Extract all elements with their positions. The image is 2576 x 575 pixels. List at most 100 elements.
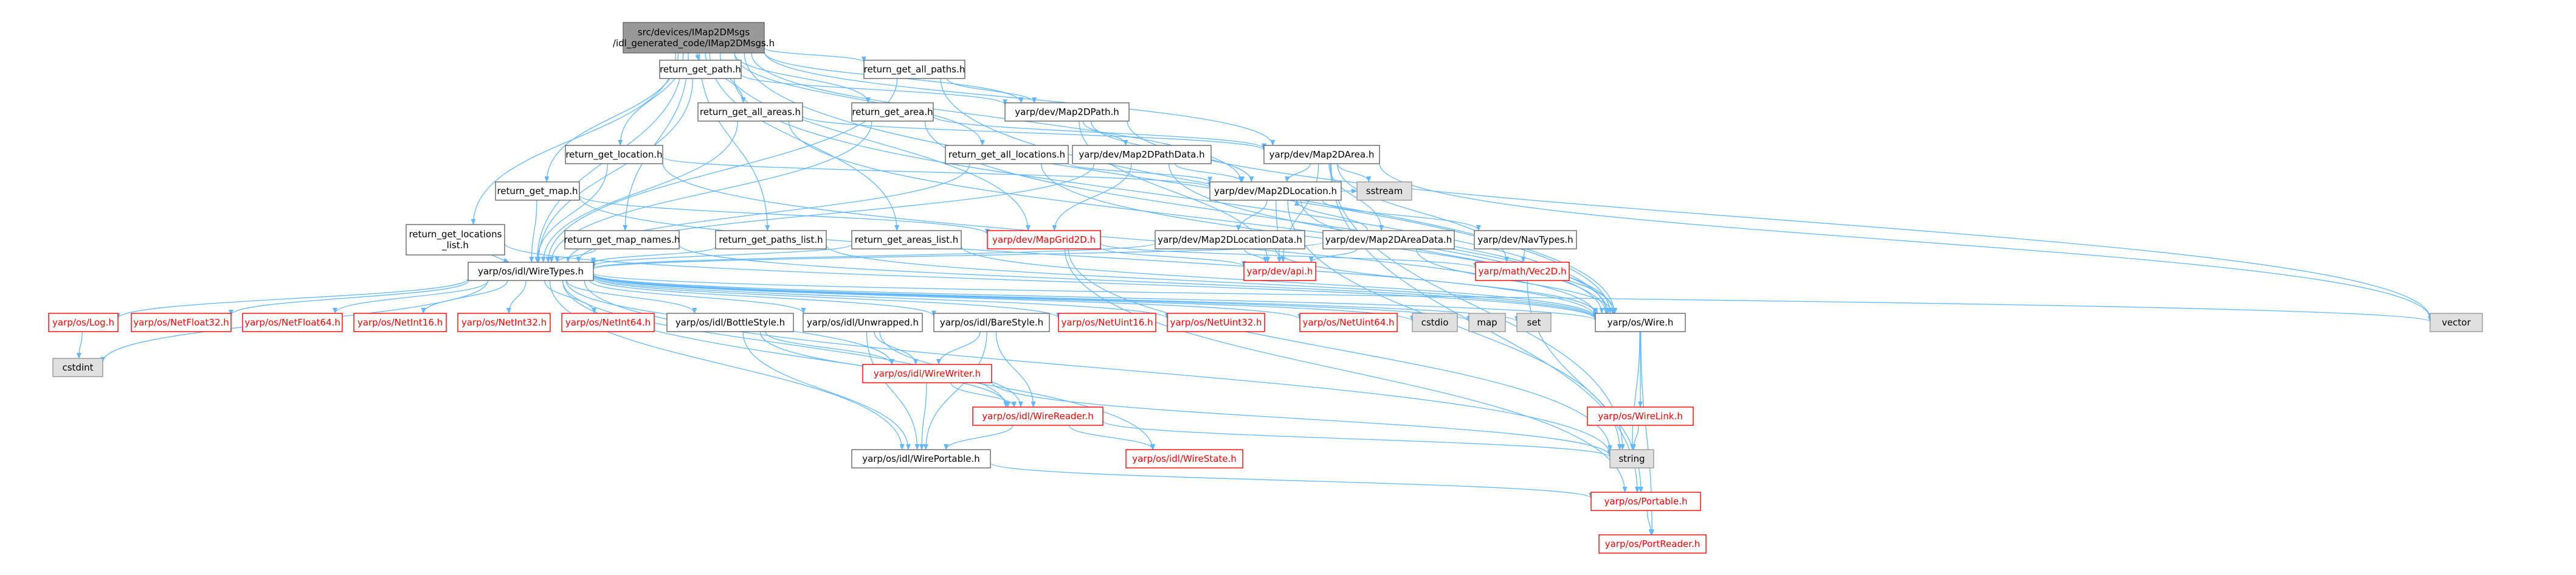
graph-node-NetFloat64[interactable]: yarp/os/NetFloat64.h — [242, 313, 343, 332]
node-box — [933, 313, 1050, 332]
node-box — [1595, 313, 1686, 332]
dependency-edge-Map2DAreaData-to-Wire — [1416, 248, 1615, 314]
graph-node-WireTypes[interactable]: yarp/os/idl/WireTypes.h — [468, 262, 594, 281]
graph-node-PortReader[interactable]: yarp/os/PortReader.h — [1598, 534, 1707, 554]
dependency-edge-WireTypes-to-vector — [593, 273, 2433, 322]
node-label: yarp/os/NetUint16.h — [1061, 317, 1153, 328]
dependency-edge-WireTypes-to-NetInt64 — [544, 280, 597, 314]
graph-node-vector: vector — [2429, 313, 2483, 332]
node-label: yarp/os/idl/WireReader.h — [982, 411, 1094, 422]
dependency-edge-root-to-return_get_paths_list — [699, 52, 770, 231]
node-box — [1243, 262, 1316, 281]
graph-node-root[interactable]: src/devices/IMap2DMsgs/idl_generated_cod… — [613, 22, 775, 54]
graph-node-Map2DAreaData[interactable]: yarp/dev/Map2DAreaData.h — [1322, 230, 1455, 249]
dependency-edge-root-to-Map2DArea — [764, 51, 1276, 146]
graph-node-WireReader[interactable]: yarp/os/idl/WireReader.h — [972, 406, 1103, 426]
dependency-edge-Map2DArea-to-vector — [1379, 163, 2433, 319]
node-box — [1474, 230, 1577, 249]
graph-node-NetInt16[interactable]: yarp/os/NetInt16.h — [353, 313, 447, 332]
dependency-edge-WireReader-to-WireState — [1068, 425, 1156, 450]
dependency-edge-Map2DArea-to-sstream — [1337, 163, 1372, 183]
node-box — [495, 181, 580, 201]
graph-node-return_get_areas_list[interactable]: return_get_areas_list.h — [851, 230, 962, 249]
node-box — [48, 313, 119, 332]
node-label: return_get_map_names.h — [564, 234, 680, 246]
dependency-edge-Map2DLocationData-to-dev_api — [1244, 248, 1268, 263]
graph-node-return_get_path[interactable]: return_get_path.h — [659, 60, 742, 79]
graph-node-return_get_locations_list[interactable]: return_get_locations_list.h — [406, 224, 505, 256]
graph-node-return_get_map[interactable]: return_get_map.h — [495, 181, 580, 201]
node-box — [863, 60, 965, 79]
graph-node-Map2DLocation[interactable]: yarp/dev/Map2DLocation.h — [1209, 181, 1342, 201]
node-box — [1299, 313, 1398, 332]
node-label: yarp/dev/Map2DAreaData.h — [1325, 234, 1452, 245]
graph-node-NavTypes[interactable]: yarp/dev/NavTypes.h — [1474, 230, 1577, 249]
node-label: return_get_map.h — [497, 186, 578, 197]
node-box — [353, 313, 447, 332]
dependency-edge-root-to-return_get_map_names — [623, 52, 689, 231]
node-label: yarp/os/NetUint32.h — [1170, 317, 1262, 328]
dependency-edge-MapGrid2D-to-Portable — [1064, 248, 1628, 493]
node-label: return_get_area.h — [852, 106, 933, 118]
graph-node-return_get_all_paths[interactable]: return_get_all_paths.h — [863, 60, 965, 79]
node-label: yarp/os/idl/WirePortable.h — [862, 453, 980, 464]
graph-node-Vec2D[interactable]: yarp/math/Vec2D.h — [1475, 262, 1570, 281]
graph-node-WireState[interactable]: yarp/os/idl/WireState.h — [1125, 449, 1243, 469]
graph-node-NetUint16[interactable]: yarp/os/NetUint16.h — [1058, 313, 1156, 332]
graph-node-Portable[interactable]: yarp/os/Portable.h — [1590, 492, 1701, 511]
node-box — [242, 313, 343, 332]
node-label: yarp/os/NetUint64.h — [1302, 317, 1394, 328]
node-label: yarp/os/PortReader.h — [1605, 538, 1701, 549]
graph-node-Wire[interactable]: yarp/os/Wire.h — [1595, 313, 1686, 332]
node-box — [1356, 181, 1412, 201]
graph-node-return_get_all_locations[interactable]: return_get_all_locations.h — [945, 145, 1069, 164]
graph-node-MapGrid2D[interactable]: yarp/dev/MapGrid2D.h — [987, 230, 1101, 249]
graph-node-Map2DLocationData[interactable]: yarp/dev/Map2DLocationData.h — [1155, 230, 1305, 249]
graph-node-return_get_map_names[interactable]: return_get_map_names.h — [564, 230, 680, 249]
dependency-edge-NavTypes-to-Vec2D — [1521, 248, 1526, 263]
dependency-edge-WireTypes-to-cstdio — [593, 274, 1415, 322]
graph-node-return_get_paths_list[interactable]: return_get_paths_list.h — [715, 230, 827, 249]
graph-node-BottleStyle[interactable]: yarp/os/idl/BottleStyle.h — [666, 313, 794, 332]
node-label: yarp/dev/Map2DArea.h — [1269, 149, 1375, 160]
dependency-edge-root-to-return_get_all_paths — [764, 47, 866, 63]
graph-node-WireWriter[interactable]: yarp/os/idl/WireWriter.h — [862, 364, 992, 383]
dependency-edge-return_get_path-to-WireTypes — [536, 78, 694, 263]
graph-node-WireLink[interactable]: yarp/os/WireLink.h — [1587, 406, 1694, 426]
graph-node-Map2DPathData[interactable]: yarp/dev/Map2DPathData.h — [1072, 145, 1212, 164]
graph-node-NetInt64[interactable]: yarp/os/NetInt64.h — [561, 313, 655, 332]
node-label: yarp/math/Vec2D.h — [1479, 266, 1567, 277]
graph-node-NetUint32[interactable]: yarp/os/NetUint32.h — [1167, 313, 1265, 332]
dependency-edge-return_get_map-to-WireTypes — [529, 200, 537, 263]
dependency-edge-WireTypes-to-NetFloat64 — [333, 280, 489, 314]
node-box — [862, 364, 992, 383]
node-box — [697, 102, 803, 122]
node-label: yarp/os/idl/WireState.h — [1132, 453, 1236, 464]
dependency-edge-root-to-return_get_path — [695, 52, 700, 61]
node-box — [851, 449, 991, 469]
node-box — [1004, 102, 1130, 122]
graph-node-Map2DArea[interactable]: yarp/dev/Map2DArea.h — [1263, 145, 1380, 164]
graph-node-NetInt32[interactable]: yarp/os/NetInt32.h — [457, 313, 551, 332]
graph-node-return_get_location[interactable]: return_get_location.h — [565, 145, 663, 164]
dependency-edge-Map2DLocationData-to-Wire — [1274, 248, 1598, 315]
graph-node-NetFloat32[interactable]: yarp/os/NetFloat32.h — [131, 313, 232, 332]
graph-node-Log[interactable]: yarp/os/Log.h — [48, 313, 119, 332]
node-box — [564, 230, 680, 249]
node-label: yarp/os/NetInt32.h — [461, 317, 547, 328]
graph-node-WirePortable[interactable]: yarp/os/idl/WirePortable.h — [851, 449, 991, 469]
graph-node-return_get_area[interactable]: return_get_area.h — [851, 102, 934, 122]
node-label: sstream — [1366, 186, 1403, 197]
node-box — [406, 224, 505, 256]
graph-node-dev_api[interactable]: yarp/dev/api.h — [1243, 262, 1316, 281]
graph-node-NetUint64[interactable]: yarp/os/NetUint64.h — [1299, 313, 1398, 332]
graph-node-BareStyle[interactable]: yarp/os/idl/BareStyle.h — [933, 313, 1050, 332]
node-box — [851, 102, 934, 122]
node-label: /idl_generated_code/IMap2DMsgs.h — [613, 38, 775, 49]
node-label: _list.h — [441, 240, 469, 251]
graph-node-return_get_all_areas[interactable]: return_get_all_areas.h — [697, 102, 803, 122]
graph-node-Unwrapped[interactable]: yarp/os/idl/Unwrapped.h — [803, 313, 923, 332]
graph-node-Map2DPath[interactable]: yarp/dev/Map2DPath.h — [1004, 102, 1130, 122]
dependency-edge-WireTypes-to-NetUint16 — [593, 276, 1061, 319]
dependency-edge-WireTypes-to-set — [593, 274, 1519, 322]
